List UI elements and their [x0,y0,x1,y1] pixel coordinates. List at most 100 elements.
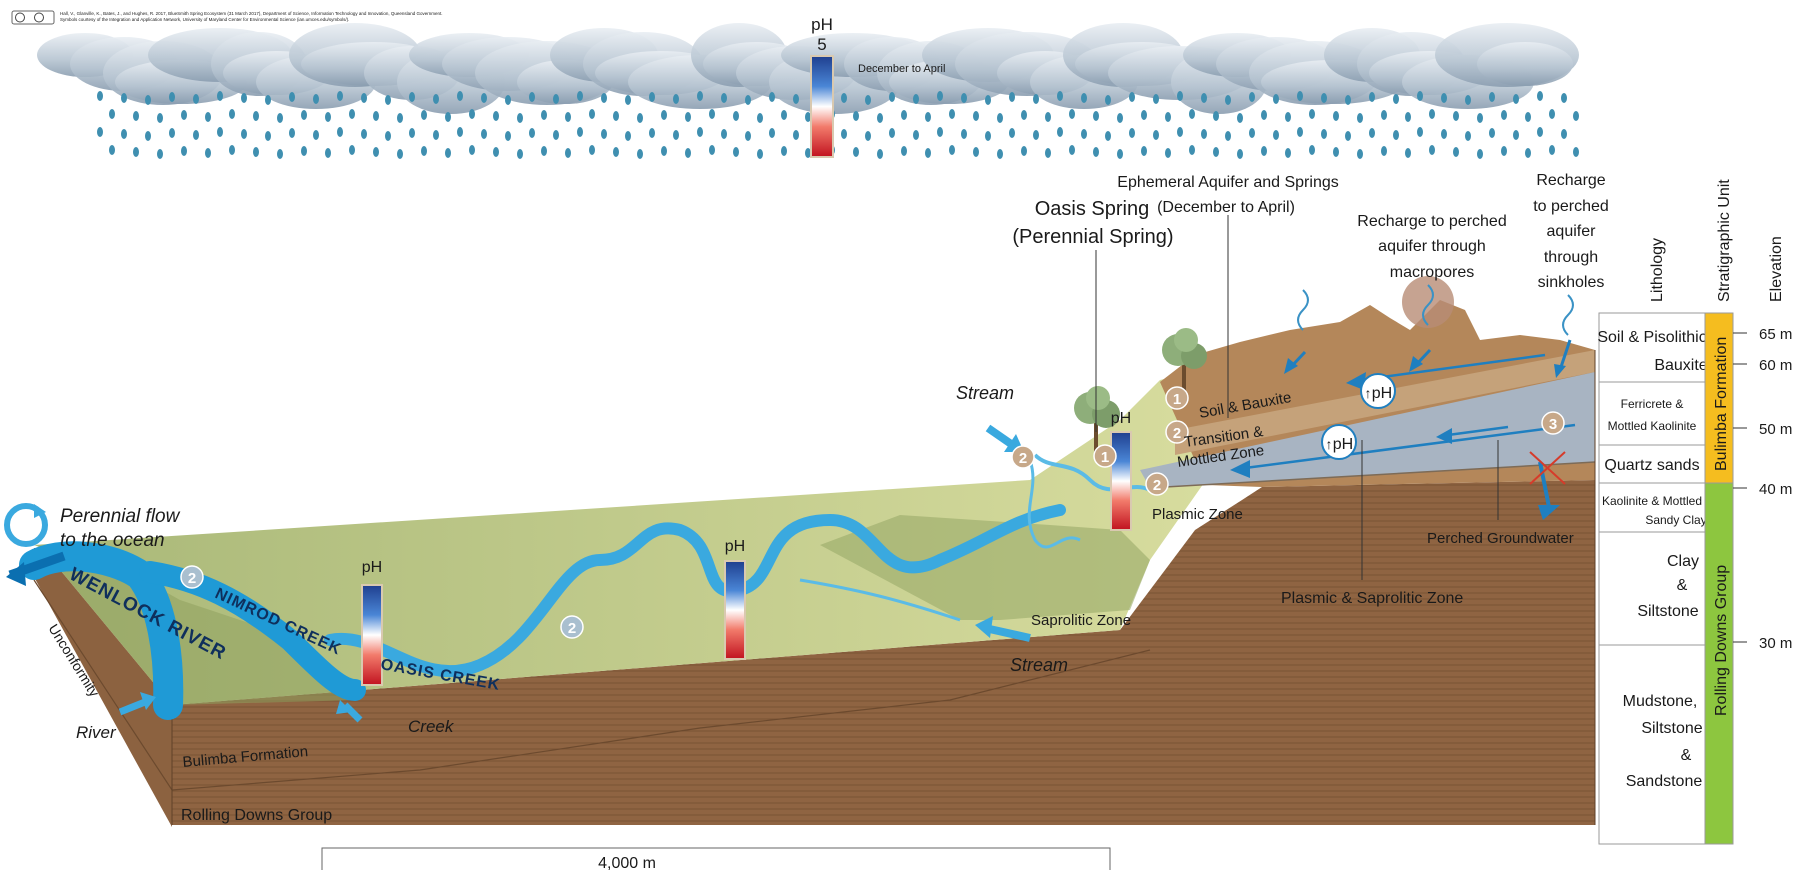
strat-unit-header: Stratigraphic Unit [1716,179,1733,302]
raindrop [1393,94,1399,104]
raindrop [349,109,355,119]
green-plain [34,370,1206,705]
ph-bar-label-3: pH [1111,410,1131,427]
upper-stream [1027,459,1081,549]
raindrop [925,148,931,158]
raindrop [1321,129,1327,139]
oasis-spring-stream [1033,453,1151,492]
raindrop [373,147,379,157]
raindrop [697,91,703,101]
leader-lines [1095,215,1499,580]
landscape-block [33,300,1596,827]
lith-4-line-2: Sandy Clay [1645,513,1706,527]
raindrop [145,131,151,141]
raindrop [685,112,691,122]
raindrop [493,147,499,157]
raindrop [565,148,571,158]
raindrop [805,112,811,122]
raindrop [337,91,343,101]
raindrop [1237,149,1243,159]
ephemeral-label-1: Ephemeral Aquifer and Springs [1117,174,1338,191]
raindrop [505,131,511,141]
inflow-arrows [118,424,1031,723]
raindrop [937,91,943,101]
lith-6-line-2: Siltstone [1641,720,1702,737]
raindrop [1429,109,1435,119]
ph-rise-markers: pH ↑ pH ↑ [1321,373,1396,460]
raindrop [793,130,799,140]
raindrop [457,127,463,137]
raindrop [1441,129,1447,139]
raindrop [757,113,763,123]
raindrop [589,145,595,155]
raindrop [1477,113,1483,123]
raindrop [229,109,235,119]
macropores-label-1: Recharge to perched [1357,213,1506,230]
raindrop [241,93,247,103]
stream-label-top: Stream [956,383,1014,403]
raindrop [1333,147,1339,157]
raindrop [1297,127,1303,137]
raindrop [577,127,583,137]
cc-license-icon [11,10,55,25]
raindrop [1525,112,1531,122]
saprolitic-zone-label: Saprolitic Zone [1031,612,1131,629]
raindrop [169,92,175,102]
raindrop [193,130,199,140]
raindrop [1429,145,1435,155]
raindrop [877,149,883,159]
raindrop [109,109,115,119]
raindrop [109,145,115,155]
lith-6-line-4: Sandstone [1626,773,1703,790]
raindrop [1261,146,1267,156]
raindrop [361,129,367,139]
raindrop [1345,95,1351,105]
raindrop [277,149,283,159]
raindrop [241,129,247,139]
ephemeral-label-2: (December to April) [1157,199,1295,216]
raindrop [1561,93,1567,103]
raindrop [469,145,475,155]
raindrop [1237,113,1243,123]
raindrop [1357,113,1363,123]
raindrop [1105,131,1111,141]
raindrop [1381,146,1387,156]
raindrop [1153,94,1159,104]
trees [1074,328,1207,460]
elevation-header: Elevation [1768,236,1785,302]
perched-groundwater-layer [1140,372,1595,488]
raindrop [997,113,1003,123]
raindrop [781,110,787,120]
recharge-icons [1284,276,1574,378]
raindrop [865,131,871,141]
raindrop [325,148,331,158]
raindrop [913,130,919,140]
raindrop [709,145,715,155]
river-label: River [76,723,117,742]
raindrop [433,94,439,104]
raindrop [1333,111,1339,121]
raindrop [1093,147,1099,157]
cloud-puff [1477,42,1573,86]
raindrop [205,148,211,158]
sinkholes-label-3: aquifer [1547,223,1597,240]
lith-3-line-1: Quartz sands [1604,457,1699,474]
ph-bar-2 [724,560,746,660]
unconformity-line [33,579,1151,791]
raindrop [889,92,895,102]
raindrop [685,148,691,158]
lith-1-line-2: Bauxite [1654,357,1707,374]
elev-65: 65 m [1759,326,1792,343]
raindrop [1093,111,1099,121]
raindrop [1069,109,1075,119]
raindrop [1201,93,1207,103]
raindrop [1417,91,1423,101]
raindrop [409,128,415,138]
raindrop [217,91,223,101]
raindrop [181,110,187,120]
waterways [4,453,1151,720]
raindrop [973,111,979,121]
raindrop [1213,111,1219,121]
badge-e: 2 [188,570,196,587]
plasmic-zone-label: Plasmic Zone [1152,506,1243,523]
